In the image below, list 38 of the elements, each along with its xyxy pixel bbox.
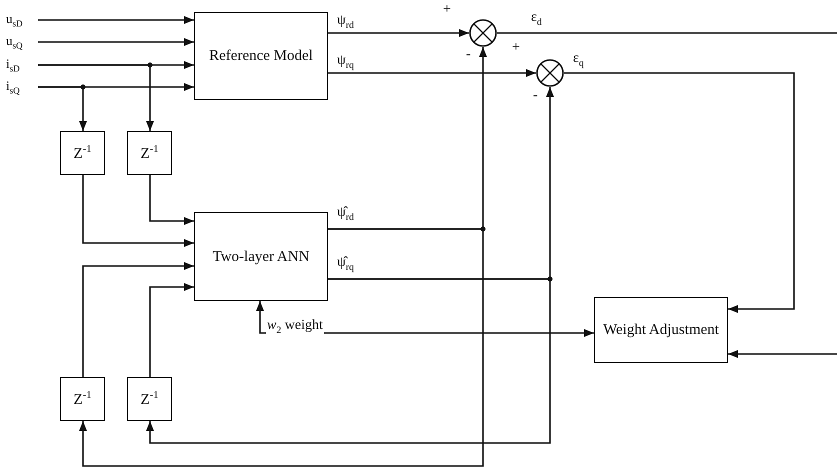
block xyxy=(194,12,328,100)
block-label: Two-layer ANN xyxy=(212,248,310,266)
summing-junction xyxy=(536,59,564,87)
input-signal-label: u$_{sQ}$ xyxy=(6,33,38,51)
signal-line xyxy=(82,175,194,247)
signal-line xyxy=(38,64,154,131)
block xyxy=(127,377,172,421)
block-label: Z$^{-1}$ xyxy=(74,144,92,162)
summing-junction xyxy=(469,19,497,47)
edge-label: ψ$_{rq}$ xyxy=(336,53,355,72)
signal-line xyxy=(38,38,194,46)
edge-label: w$_{2}$ weight xyxy=(266,318,324,337)
block-label: Reference Model xyxy=(209,47,313,65)
signal-line xyxy=(149,283,194,377)
block xyxy=(60,131,105,175)
signal-line xyxy=(82,262,194,377)
signal-line xyxy=(328,29,469,37)
signal-line xyxy=(728,350,837,358)
edge-label: ψ̂$_{rq}$ xyxy=(336,255,355,274)
block-label: Z$^{-1}$ xyxy=(140,390,158,408)
signal-line xyxy=(149,175,194,225)
signal-line xyxy=(146,278,551,444)
signal-line xyxy=(38,16,194,24)
block-label: Weight Adjustment xyxy=(603,321,719,339)
block-label: Z$^{-1}$ xyxy=(140,144,158,162)
signal-line xyxy=(328,69,536,77)
signal-line xyxy=(79,228,484,467)
block xyxy=(127,131,172,175)
input-signal-label: i$_{sD}$ xyxy=(6,56,38,74)
signal-line xyxy=(38,86,87,131)
block xyxy=(594,297,728,363)
signal-line xyxy=(564,72,795,313)
input-signal-label: u$_{sD}$ xyxy=(6,11,38,29)
input-signal-label: i$_{sQ}$ xyxy=(6,78,38,96)
signal-line xyxy=(497,32,837,34)
block-label: Z$^{-1}$ xyxy=(74,390,92,408)
block xyxy=(194,212,328,301)
block xyxy=(60,377,105,421)
